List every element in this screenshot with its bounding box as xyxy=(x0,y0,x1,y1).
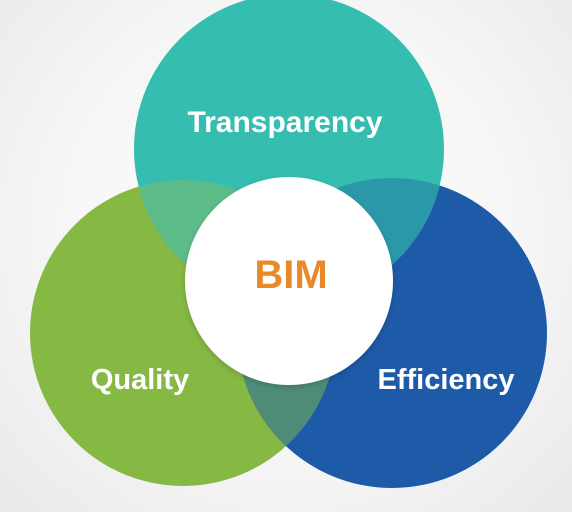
center-circle xyxy=(185,177,393,385)
label-efficiency: Efficiency xyxy=(378,364,515,396)
label-transparency: Transparency xyxy=(187,106,382,139)
center-label: BIM xyxy=(254,253,327,297)
label-quality: Quality xyxy=(91,364,189,396)
